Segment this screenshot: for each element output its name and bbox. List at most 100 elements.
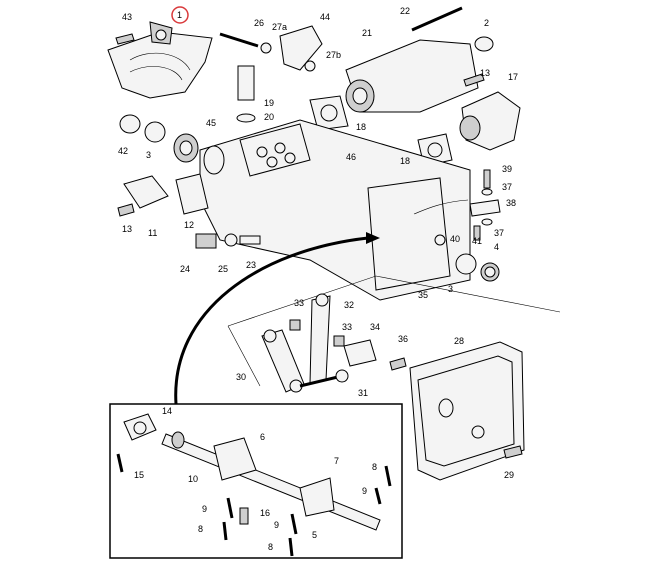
label-27b: 27b (326, 50, 341, 60)
part-28-boss (471, 425, 485, 439)
part-17-port (459, 115, 481, 141)
part-28-cover (409, 341, 525, 481)
part-33-bushing (289, 319, 301, 331)
detail-box (109, 403, 403, 559)
part-2-cap (474, 36, 494, 52)
part-8-pin (222, 521, 228, 541)
part-33-bushing (333, 335, 345, 347)
label-29: 29 (504, 470, 514, 480)
part-32-lever (309, 295, 331, 385)
part-27b-washer (304, 60, 316, 72)
part-9-pin (290, 513, 298, 535)
part-28-cover-inner (417, 355, 515, 467)
part-37-washer (481, 218, 493, 226)
part-18-gasket-hole (427, 142, 443, 158)
part-16-plug (239, 507, 249, 525)
label-31: 31 (358, 388, 368, 398)
label-2: 2 (484, 18, 489, 28)
part-36-bolt (389, 357, 407, 371)
label-35: 35 (418, 290, 428, 300)
label-19: 19 (264, 98, 274, 108)
detail-arrow (413, 199, 469, 215)
label-42: 42 (118, 146, 128, 156)
part-8-pin (384, 465, 392, 487)
label-3-left: 3 (146, 150, 151, 160)
housing-port (256, 146, 268, 158)
part-15-pin (116, 453, 124, 473)
detail-callout-arrowhead (366, 232, 380, 244)
linkage-frame (227, 325, 261, 387)
label-26: 26 (254, 18, 264, 28)
label-6: 6 (260, 432, 265, 442)
part-44-bracket (279, 25, 323, 71)
label-5: 5 (312, 530, 317, 540)
label-20: 20 (264, 112, 274, 122)
label-13-top: 13 (480, 68, 490, 78)
label-13-left: 13 (122, 224, 132, 234)
highlight-circle (171, 6, 189, 24)
part-43-bolt (115, 33, 135, 45)
part-3-bushing (144, 121, 166, 143)
label-23: 23 (246, 260, 256, 270)
label-27a: 27a (272, 22, 287, 32)
label-38: 38 (506, 198, 516, 208)
label-15: 15 (134, 470, 144, 480)
label-11: 11 (148, 228, 157, 238)
label-4: 4 (494, 242, 499, 252)
label-37-bottom: 37 (494, 228, 504, 238)
label-3-right: 3 (448, 284, 453, 294)
label-8-right: 8 (372, 462, 377, 472)
label-43: 43 (122, 12, 132, 22)
label-33-right: 33 (342, 322, 352, 332)
label-21: 21 (362, 28, 372, 38)
label-16: 16 (260, 508, 270, 518)
label-9-right: 9 (362, 486, 367, 496)
part-24-plug (195, 233, 217, 249)
part-26-bolt (219, 32, 259, 48)
housing-port (266, 156, 278, 168)
label-25: 25 (218, 264, 228, 274)
part-29-bolt (503, 445, 523, 459)
label-24: 24 (180, 264, 190, 274)
part-39-pin (483, 169, 491, 189)
part-18-gasket (309, 95, 349, 131)
label-18-right: 18 (400, 156, 410, 166)
label-10: 10 (188, 474, 198, 484)
part-34-clevis (343, 339, 377, 367)
label-28: 28 (454, 336, 464, 346)
label-30: 30 (236, 372, 246, 382)
label-45: 45 (206, 118, 216, 128)
part-13-bolt (463, 73, 485, 87)
part-7-fork (299, 477, 335, 517)
label-9-mid: 9 (274, 520, 279, 530)
part-21-bore (352, 87, 368, 105)
label-8-mid: 8 (268, 542, 273, 552)
part-38-link (469, 199, 501, 217)
part-28-boss (438, 398, 454, 418)
part-19-pin (237, 65, 255, 101)
label-33-top: 33 (294, 298, 304, 308)
part-20-oring (236, 113, 256, 123)
label-7: 7 (334, 456, 339, 466)
part-22-rod (411, 6, 463, 32)
part-31-end (335, 369, 349, 383)
part-3-bushing (455, 253, 477, 275)
housing-port (274, 142, 286, 154)
label-9-left: 9 (202, 504, 207, 514)
part-14-hole (133, 421, 147, 435)
part-labels: 43 1 26 27a 44 27b 22 2 21 13 17 19 20 4… (118, 6, 518, 552)
part-6-fork (213, 437, 257, 481)
label-36: 36 (398, 334, 408, 344)
part-32-hole (315, 293, 329, 307)
part-31-rod (299, 374, 343, 388)
part-18-gasket-hole (320, 104, 338, 122)
part-45-bore (179, 140, 193, 156)
part-30-hole (263, 329, 277, 343)
label-12: 12 (184, 220, 194, 230)
part-13-bolt (117, 203, 135, 217)
label-37-top: 37 (502, 182, 512, 192)
part-9-pin (226, 497, 234, 519)
part-9-pin (374, 487, 382, 505)
detail-callout-arrow (174, 236, 369, 405)
